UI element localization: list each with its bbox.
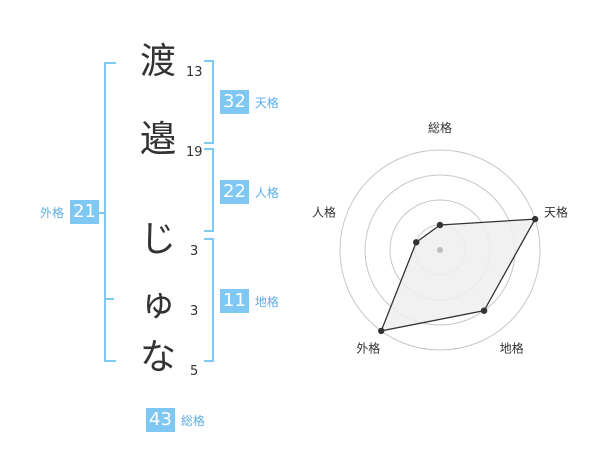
- tenkaku-label: 天格: [254, 95, 279, 110]
- chikaku-value: 11: [220, 289, 249, 313]
- chikaku-bracket: [204, 238, 214, 362]
- radar-point-2: [480, 307, 488, 314]
- name-char-1: 渡: [139, 41, 176, 82]
- stroke-count-3: 3: [190, 244, 199, 259]
- jinkaku-value: 22: [220, 180, 249, 204]
- tenkaku-bracket: [204, 60, 214, 144]
- radar-polygon: [380, 218, 537, 332]
- soukaku-label: 総格: [180, 413, 205, 428]
- stroke-count-2: 19: [186, 145, 203, 160]
- radar-axis-label-1: 天格: [544, 204, 568, 219]
- tenkaku-value: 32: [220, 90, 249, 114]
- gaikaku-connector: [96, 212, 104, 214]
- radar-center-dot: [437, 247, 443, 253]
- radar-axis-label-3: 外格: [356, 341, 380, 356]
- radar-point-4: [413, 239, 420, 246]
- soukaku-group: 43 総格: [146, 408, 205, 432]
- jinkaku-label: 人格: [254, 185, 279, 200]
- radar-point-3: [378, 327, 385, 335]
- chikaku-group: 11 地格: [220, 289, 279, 313]
- stroke-count-5: 5: [190, 364, 199, 379]
- radar-axis-label-2: 地格: [500, 341, 524, 356]
- tenkaku-group: 32 天格: [220, 90, 279, 114]
- gaikaku-value: 21: [70, 200, 99, 224]
- gaikaku-bracket: [104, 62, 116, 362]
- radar-axis-label-4: 人格: [312, 204, 336, 219]
- gaikaku-group: 外格 21: [40, 200, 99, 224]
- gaikaku-label: 外格: [40, 205, 65, 220]
- name-char-4: ゅ: [139, 283, 176, 324]
- name-char-2: 邉: [139, 119, 176, 160]
- radar-ring-4: [339, 149, 541, 351]
- stroke-count-4: 3: [190, 304, 199, 319]
- name-char-5: な: [139, 337, 176, 378]
- jinkaku-group: 22 人格: [220, 180, 279, 204]
- radar-point-0: [436, 221, 444, 229]
- chikaku-label: 地格: [254, 294, 279, 309]
- name-char-3: じ: [139, 219, 176, 260]
- soukaku-value: 43: [146, 408, 175, 432]
- radar-axis-label-0: 総格: [428, 120, 452, 135]
- gaikaku-bracket-mid: [104, 298, 114, 300]
- radar-point-1: [531, 215, 539, 223]
- radar-points: [378, 215, 539, 335]
- stroke-count-1: 13: [186, 65, 203, 80]
- jinkaku-bracket: [204, 148, 214, 232]
